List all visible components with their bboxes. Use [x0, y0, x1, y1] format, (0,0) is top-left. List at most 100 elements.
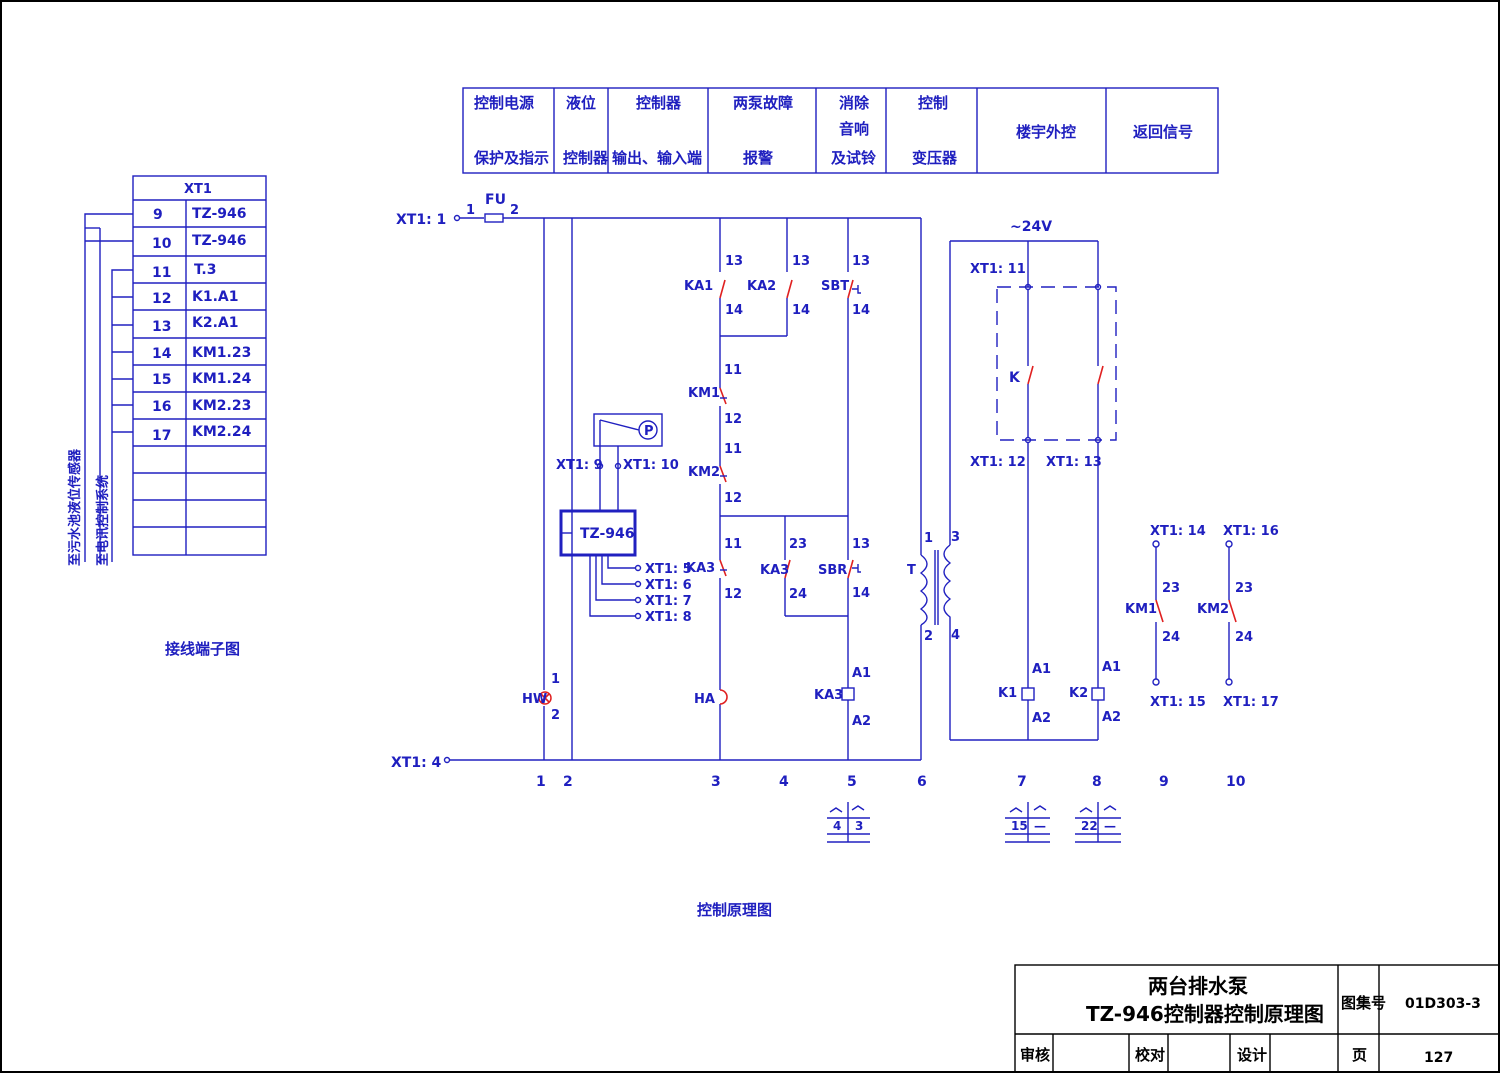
pin: 14: [725, 303, 743, 318]
xt1-9-label: XT1: 9: [556, 458, 603, 473]
control-circuit: XT1: 1 XT1: 4 FU 1 2 HW 1 2 TZ-946 P XT1…: [391, 192, 1279, 919]
xt1-6-label: XT1: 6: [645, 578, 692, 593]
header-col1-line2: 保护及指示: [473, 149, 549, 167]
terminal-label: TZ-946: [192, 206, 247, 222]
terminal-no: 12: [152, 291, 171, 307]
coil-ka3-label: KA3: [814, 688, 843, 703]
pin: 13: [792, 254, 810, 269]
terminal-no: 11: [152, 265, 171, 281]
button-sbt: [847, 279, 854, 299]
svg-text:—: —: [1034, 819, 1046, 833]
svg-text:15: 15: [1011, 819, 1028, 833]
xt1-11-label: XT1: 11: [970, 262, 1026, 277]
column-number: 3: [711, 774, 721, 790]
pin: 14: [852, 303, 870, 318]
sbt-label: SBT: [821, 279, 849, 294]
pin: 12: [724, 491, 742, 506]
header-col2-line2: 控制器: [563, 149, 609, 167]
svg-text:22: 22: [1081, 819, 1098, 833]
relay-k-label: K: [1009, 370, 1021, 386]
column-number: 1: [536, 774, 546, 790]
pin: 14: [852, 586, 870, 601]
pin: 23: [789, 537, 807, 552]
xt1-16-label: XT1: 16: [1223, 524, 1279, 539]
column-number: 6: [917, 774, 927, 790]
circuit-caption: 控制原理图: [697, 901, 772, 919]
pin: A1: [1032, 662, 1051, 677]
svg-text:—: —: [1104, 819, 1116, 833]
pin: 12: [724, 587, 742, 602]
xt1-1-label: XT1: 1: [396, 212, 446, 228]
header-col4-line2: 报警: [743, 149, 773, 167]
column-number: 2: [563, 774, 573, 790]
lamp-pin1: 1: [551, 672, 560, 687]
design-label: 设计: [1237, 1046, 1267, 1064]
side-label-telecom: 至电讯控制系统: [95, 475, 111, 566]
column-number: 4: [779, 774, 789, 790]
terminal-no: 14: [152, 346, 172, 362]
pin: 14: [792, 303, 810, 318]
pin: 23: [1235, 581, 1253, 596]
header-col3-line1: 控制器: [636, 94, 682, 112]
ref-table-k2: 22 —: [1075, 802, 1121, 843]
pin: 24: [1235, 630, 1253, 645]
contact-k1: [1027, 365, 1034, 385]
ka2-label: KA2: [747, 279, 776, 294]
transformer-label: T: [907, 563, 916, 578]
contact-km2-nc: [719, 465, 727, 483]
coil-k2-label: K2: [1069, 686, 1088, 701]
t-pin2: 2: [924, 629, 933, 644]
pin: A1: [1102, 660, 1121, 675]
xt1-5-label: XT1: 5: [645, 562, 692, 577]
contact-ka2: [786, 279, 793, 299]
terminal-label: TZ-946: [192, 233, 247, 249]
t-pin3: 3: [951, 530, 960, 545]
terminal-no: 16: [152, 399, 171, 415]
pin: 11: [724, 537, 742, 552]
terminal-table: XT1 9 TZ-946 10 TZ-946 11 T.3 12 K1.A1 1…: [67, 175, 267, 658]
xt1-13-label: XT1: 13: [1046, 455, 1102, 470]
pin: 13: [852, 537, 870, 552]
xt1-17-label: XT1: 17: [1223, 695, 1279, 710]
terminal-no: 13: [152, 319, 171, 335]
page-number: 127: [1424, 1050, 1453, 1066]
header-col5-line3: 及试铃: [831, 149, 877, 167]
coil-k1-label: K1: [998, 686, 1017, 701]
buzzer-icon: [719, 689, 728, 705]
t-pin1: 1: [924, 531, 933, 546]
header-col5-line1: 消除: [839, 94, 870, 112]
ka1-label: KA1: [684, 279, 713, 294]
svg-text:4: 4: [833, 819, 841, 833]
title-line1: 两台排水泵: [1148, 974, 1248, 998]
terminal-label: T.3: [194, 262, 216, 278]
terminal-no: 9: [153, 207, 163, 223]
header-col1-line1: 控制电源: [474, 94, 534, 112]
pin: 12: [724, 412, 742, 427]
contact-ka1: [719, 279, 726, 299]
column-number: 9: [1159, 774, 1169, 790]
contact-k2: [1097, 365, 1104, 385]
external-control-box: [996, 286, 1117, 441]
xt1-7-label: XT1: 7: [645, 594, 692, 609]
ref-table-k1: 15 —: [1005, 802, 1050, 843]
terminal-label: KM1.23: [192, 345, 251, 361]
header-col4-line1: 两泵故障: [733, 94, 793, 112]
terminal-no: 17: [152, 428, 171, 444]
header-col8-line1: 返回信号: [1133, 123, 1193, 141]
terminal-table-title: XT1: [184, 182, 212, 197]
page-label: 页: [1352, 1046, 1367, 1064]
controller-label: TZ-946: [580, 526, 635, 542]
t-pin4: 4: [951, 628, 960, 643]
terminal-label: KM2.23: [192, 398, 251, 414]
terminal-label: K2.A1: [192, 315, 238, 331]
terminal-label: KM1.24: [192, 371, 252, 387]
km2r-label: KM2: [1197, 602, 1229, 617]
pin: 24: [789, 587, 807, 602]
voltage-label: ~24V: [1010, 219, 1052, 235]
terminal-label: KM2.24: [192, 424, 252, 440]
title-block: 两台排水泵 TZ-946控制器控制原理图 图集号 01D303-3 审核 校对 …: [1014, 964, 1500, 1073]
fuse-pin1: 1: [466, 203, 475, 218]
terminal-no: 15: [152, 372, 171, 388]
column-number: 8: [1092, 774, 1102, 790]
